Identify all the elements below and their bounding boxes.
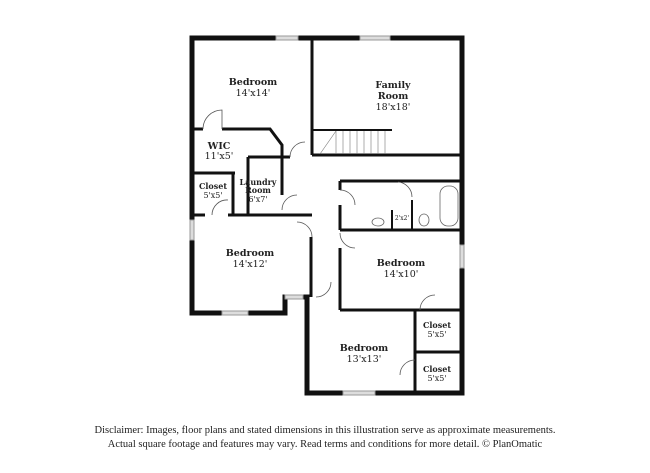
bathtub-icon: [439, 185, 459, 227]
window: [221, 310, 249, 316]
room-size: 14'x12': [233, 259, 268, 270]
toilet-icon: [418, 213, 430, 227]
room-size: 13'x13': [347, 354, 382, 365]
room-name: WIC: [207, 141, 231, 152]
room-size: 2'x2': [395, 215, 410, 222]
window: [359, 35, 391, 41]
room-name: Room: [245, 185, 271, 195]
room-name: Closet: [423, 320, 451, 330]
room-name: Bedroom: [340, 343, 388, 354]
room-name: Closet: [199, 181, 227, 191]
room-name: Bedroom: [226, 248, 274, 259]
sink-icon: [371, 217, 385, 227]
room-name: Family: [375, 80, 411, 91]
room-size: 6'x7': [248, 195, 267, 204]
fixtures: [371, 185, 459, 227]
room-name: Laundry: [240, 177, 277, 187]
room-size: 14'x14': [236, 88, 271, 99]
interior-walls: [192, 38, 462, 393]
window: [284, 294, 304, 300]
doors: [202, 109, 436, 376]
room-name: Closet: [423, 364, 451, 374]
room-size: 14'x10': [384, 269, 419, 280]
window: [342, 390, 376, 396]
room-name: Room: [378, 91, 409, 102]
room-size: 18'x18': [376, 102, 411, 113]
room-size: 11'x5': [205, 151, 234, 162]
windows: [189, 35, 465, 396]
room-size: 5'x5': [427, 374, 446, 383]
window: [275, 35, 299, 41]
room-size: 5'x5': [427, 330, 446, 339]
stairs: [319, 130, 386, 155]
disclaimer-line-2: Actual square footage and features may v…: [107, 439, 543, 450]
room-size: 5'x5': [203, 191, 222, 200]
disclaimer-line-1: Disclaimer: Images, floor plans and stat…: [94, 425, 556, 436]
room-name: Bedroom: [377, 258, 425, 269]
window: [189, 219, 195, 241]
room-name: Bedroom: [229, 77, 277, 88]
window: [459, 244, 465, 269]
